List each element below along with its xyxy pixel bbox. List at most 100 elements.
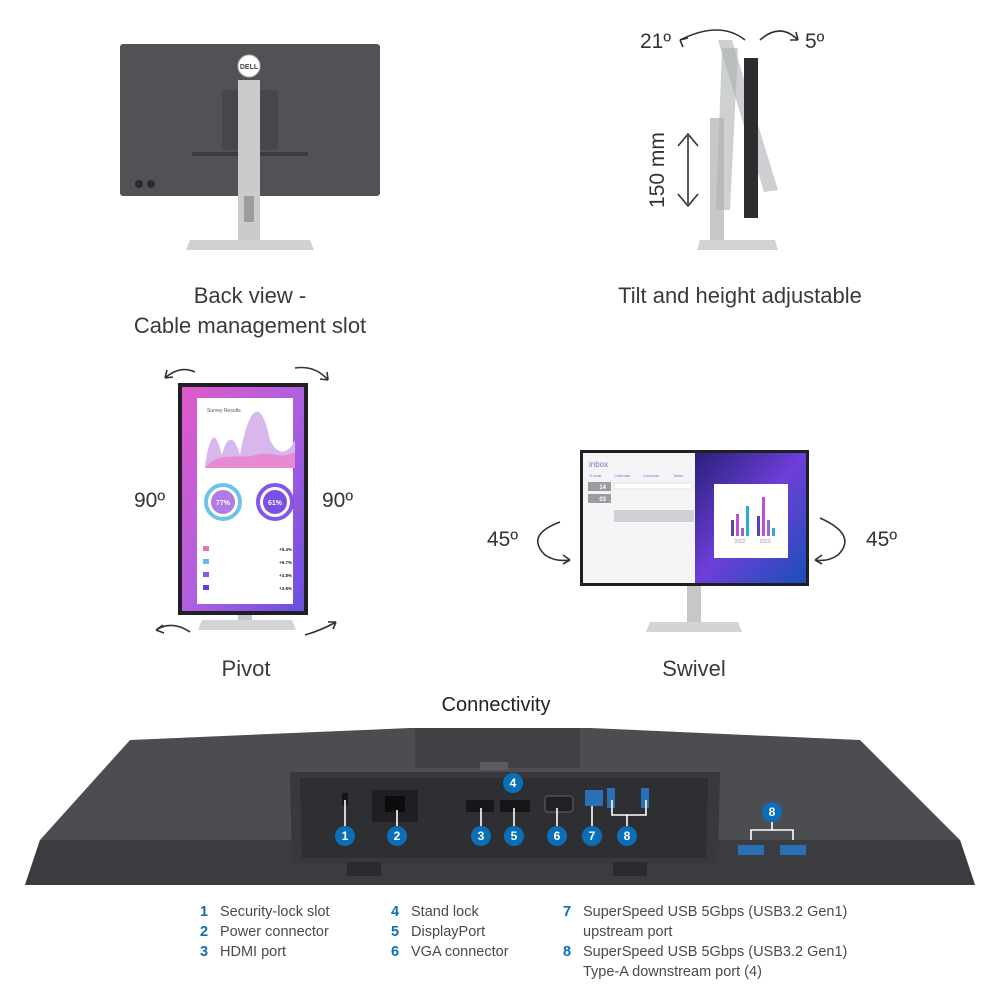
svg-text:3: 3: [478, 829, 485, 843]
usb-downstream-port: [738, 845, 764, 855]
legend-label-line1: SuperSpeed USB 5Gbps (USB3.2 Gen1): [583, 904, 848, 920]
back-view-caption-line1: Back view -: [193, 283, 307, 308]
rotation-arrow-icons: [155, 366, 337, 636]
svg-text:7: 7: [589, 829, 596, 843]
swivel-year: 2022: [734, 539, 745, 545]
swivel-count: 03: [599, 497, 606, 503]
security-lock-slot: [342, 793, 348, 805]
pivot-screen-title: Survey Results: [207, 408, 241, 414]
stand-base: [186, 240, 314, 250]
callout-leader-lines: [344, 800, 794, 840]
tilt-forward-arrow-icon: [759, 30, 799, 41]
svg-text:8: 8: [624, 829, 631, 843]
svg-text:5: 5: [511, 829, 518, 843]
tilt-caption: Tilt and height adjustable: [618, 283, 862, 308]
dell-logo: [237, 54, 261, 78]
svg-text:2: 2: [394, 829, 401, 843]
tilt-illustration: [677, 29, 799, 250]
svg-text:4: 4: [510, 776, 517, 790]
swivel-tab: Tasks: [673, 473, 683, 478]
legend-label-line1: SuperSpeed USB 5Gbps (USB3.2 Gen1): [583, 944, 848, 960]
svg-text:8: 8: [769, 805, 776, 819]
callout-3: 3: [471, 826, 491, 846]
legend-label-line2: upstream port: [583, 924, 673, 940]
pivot-value: +3.8%: [279, 573, 292, 578]
legend-number: 1: [200, 904, 209, 920]
svg-text:1: 1: [342, 829, 349, 843]
back-view-caption: Back view - Cable management slot: [100, 281, 400, 341]
swivel-app-title: inbox: [589, 460, 608, 469]
legend-column-1: 1 Security-lock slot 2 Power connector 3 HD…: [200, 902, 330, 962]
legend-number: 6: [391, 944, 400, 960]
svg-text:6: 6: [554, 829, 561, 843]
legend-item: 3 HDMI port: [200, 942, 330, 962]
callout-2: 2: [387, 826, 407, 846]
legend-item: 5 DisplayPort: [391, 922, 509, 942]
legend-label: VGA connector: [411, 944, 509, 960]
legend-number: 2: [200, 924, 209, 940]
usb-downstream-port: [607, 788, 615, 808]
callout-4: 4: [503, 773, 523, 793]
usb-downstream-port: [780, 845, 806, 855]
back-view-illustration: DELL: [120, 44, 380, 250]
swivel-tab: Contacts: [643, 473, 659, 478]
cable-management-slot: [244, 196, 254, 222]
legend-number: 4: [391, 904, 400, 920]
legend-number: 5: [391, 924, 400, 940]
legend-number: 3: [200, 944, 209, 960]
stand-neck: [238, 80, 260, 240]
swivel-left-angle: 45º: [487, 528, 519, 551]
legend-label: Stand lock: [411, 904, 479, 920]
pivot-value: +6.7%: [279, 560, 292, 565]
usb-upstream-port: [585, 790, 603, 806]
displayport: [500, 800, 530, 812]
swivel-count: 14: [599, 485, 606, 491]
legend-label: SuperSpeed USB 5Gbps (USB3.2 Gen1) upstre…: [583, 902, 847, 942]
swivel-tab: E-mail: [590, 473, 601, 478]
legend-label: Security-lock slot: [220, 904, 330, 920]
callout-8-rear: 8: [617, 826, 637, 846]
swivel-tab: Calendar: [614, 473, 631, 478]
legend-item: 4 Stand lock: [391, 902, 509, 922]
dell-logo-text: DELL: [240, 64, 259, 71]
pivot-gauge-1: 77%: [216, 500, 231, 507]
height-arrow-icon: [677, 132, 699, 208]
legend-number: 8: [563, 944, 572, 960]
legend-item: 7 SuperSpeed USB 5Gbps (USB3.2 Gen1) upstr…: [563, 902, 847, 942]
legend-item: 8 SuperSpeed USB 5Gbps (USB3.2 Gen1) Type-…: [563, 942, 847, 982]
swivel-caption: Swivel: [662, 656, 726, 681]
pivot-value: +3.8%: [279, 586, 292, 591]
legend-label-line2: Type-A downstream port (4): [583, 964, 762, 980]
back-view-caption-line2: Cable management slot: [133, 313, 367, 338]
legend-column-2: 4 Stand lock 5 DisplayPort 6 VGA connector: [391, 902, 509, 962]
pivot-gauge-2: 61%: [268, 500, 283, 507]
tilt-back-angle: 21º: [640, 30, 672, 53]
pivot-left-angle: 90º: [134, 489, 166, 512]
swivel-illustration: 2022 2023 inbox E-mail Calendar Contacts…: [536, 450, 846, 632]
legend-item: 6 VGA connector: [391, 942, 509, 962]
hdmi-port: [466, 800, 494, 812]
callout-7: 7: [582, 826, 602, 846]
pivot-value: +5.4%: [279, 547, 292, 552]
swivel-arrow-icons: [536, 517, 846, 565]
connectivity-title: Connectivity: [441, 694, 551, 716]
tilt-back-arrow-icon: [679, 29, 746, 48]
pivot-right-angle: 90º: [322, 489, 354, 512]
legend-label: DisplayPort: [411, 924, 486, 940]
pivot-illustration: Survey Results 77% 61% +5.4% +6.7% +3.8%…: [155, 366, 337, 636]
legend-label: Power connector: [220, 924, 329, 940]
callout-5: 5: [504, 826, 524, 846]
vga-connector: [544, 795, 574, 813]
legend-number: 7: [563, 904, 572, 920]
tilt-forward-angle: 5º: [805, 30, 825, 53]
callout-1: 1: [335, 826, 355, 846]
legend-label: HDMI port: [220, 944, 287, 960]
legend-item: 1 Security-lock slot: [200, 902, 330, 922]
pivot-caption: Pivot: [221, 656, 271, 681]
callout-6: 6: [547, 826, 567, 846]
swivel-right-angle: 45º: [866, 528, 898, 551]
usb-downstream-port: [641, 788, 649, 808]
